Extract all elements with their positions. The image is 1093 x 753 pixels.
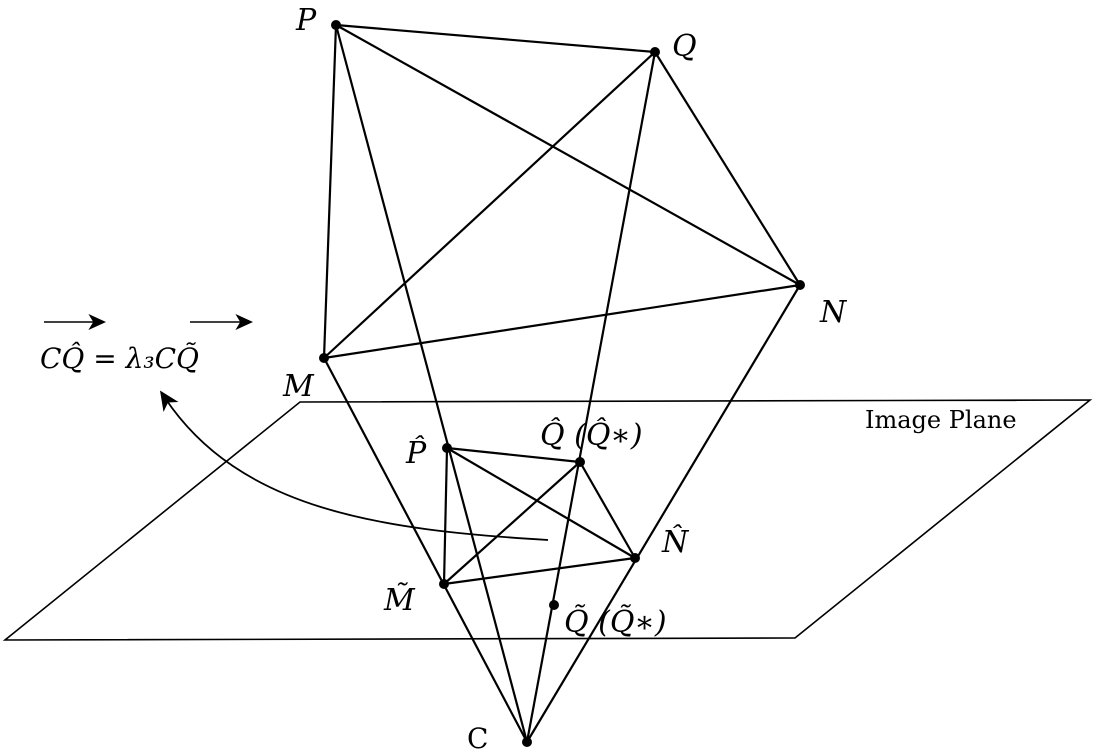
label-P-hat: P̂ <box>405 436 427 471</box>
point-Q-hat <box>575 457 585 467</box>
image-plane <box>2 399 1093 641</box>
projection-rays <box>323 24 801 743</box>
equation-text: CQ̂ = λ₃CQ̃ <box>40 342 199 375</box>
points <box>319 20 805 747</box>
label-Q-hat: Q̂ (Q̂∗) <box>540 418 643 453</box>
label-N-hat: N̂ <box>661 525 690 560</box>
point-M-tilde <box>439 579 449 589</box>
point-Q <box>650 47 660 57</box>
label-C: C <box>467 722 488 753</box>
label-M: M <box>282 369 315 404</box>
label-Q-tilde: Q̃ (Q̃∗) <box>564 605 667 640</box>
label-N: N <box>819 295 848 330</box>
world-edges <box>322 23 801 360</box>
image-plane-label: Image Plane <box>865 406 1017 434</box>
label-Q: Q <box>672 29 697 64</box>
equation: CQ̂ = λ₃CQ̃ <box>40 314 253 375</box>
point-C <box>522 737 532 747</box>
image-edges <box>442 446 636 586</box>
point-N <box>795 280 805 290</box>
label-P: P <box>295 3 317 38</box>
point-P-hat <box>442 443 452 453</box>
label-M-tilde: M̃ <box>383 583 416 618</box>
point-M <box>319 353 329 363</box>
point-P <box>331 20 341 30</box>
point-N-hat <box>630 553 640 563</box>
point-Q-tilde <box>549 600 559 610</box>
curved-arrow <box>159 390 549 541</box>
